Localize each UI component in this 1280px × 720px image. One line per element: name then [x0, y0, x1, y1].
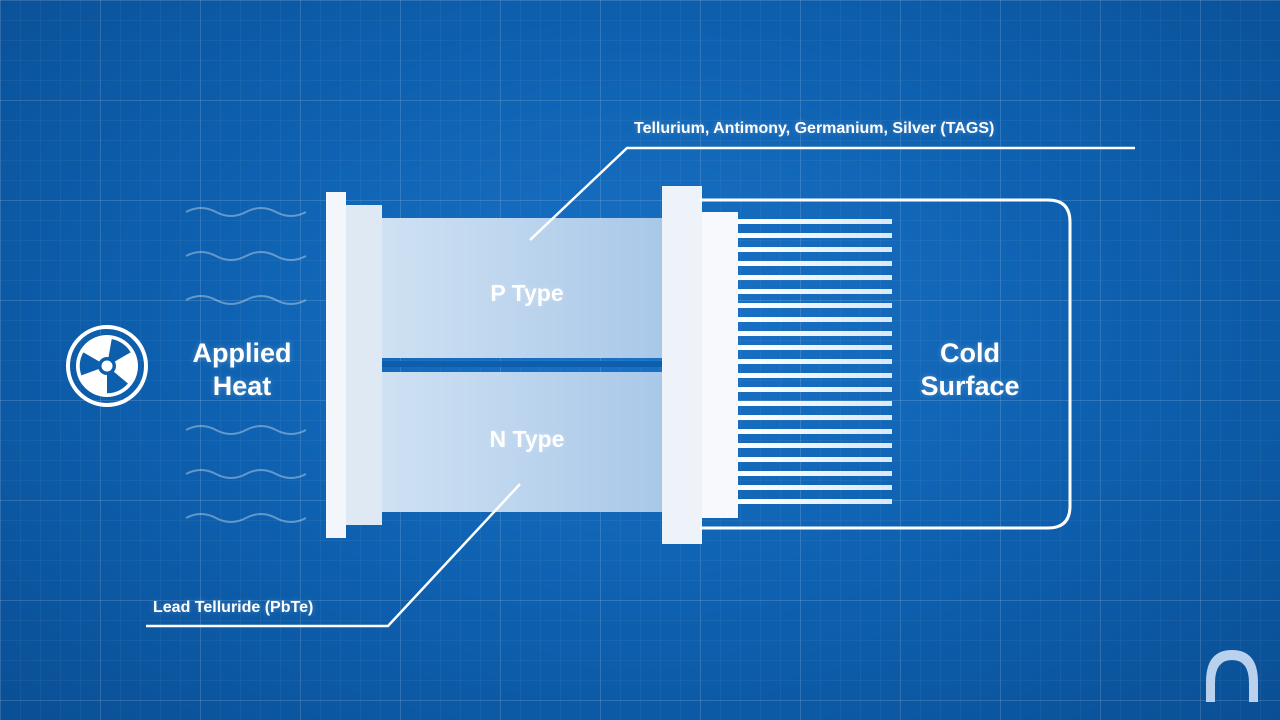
cold-surface-line1: Cold: [940, 338, 1000, 368]
n-material-label: Lead Telluride (PbTe): [153, 599, 314, 616]
p-material-callout-line: [529, 146, 1135, 241]
heat-waves: [185, 207, 307, 523]
hot-plate: [326, 192, 382, 538]
arch-logo: [1206, 650, 1258, 702]
applied-heat-label: Applied Heat: [172, 337, 312, 403]
cold-surface-label: Cold Surface: [900, 337, 1040, 403]
applied-heat-line1: Applied: [192, 338, 292, 368]
p-type-block: [382, 218, 662, 358]
p-type-label: P Type: [490, 280, 564, 306]
cold-plate: [662, 186, 738, 544]
n-material-callout-line: [146, 483, 521, 628]
n-type-block: [382, 372, 662, 512]
p-material-label: Tellurium, Antimony, Germanium, Silver (…: [634, 120, 995, 137]
n-type-label: N Type: [489, 426, 565, 452]
heat-sink-fins: [738, 219, 892, 504]
radiation-icon: [66, 325, 148, 407]
cold-surface-line2: Surface: [920, 371, 1020, 401]
cold-surface-outline: [700, 198, 1072, 530]
applied-heat-line2: Heat: [212, 371, 272, 401]
